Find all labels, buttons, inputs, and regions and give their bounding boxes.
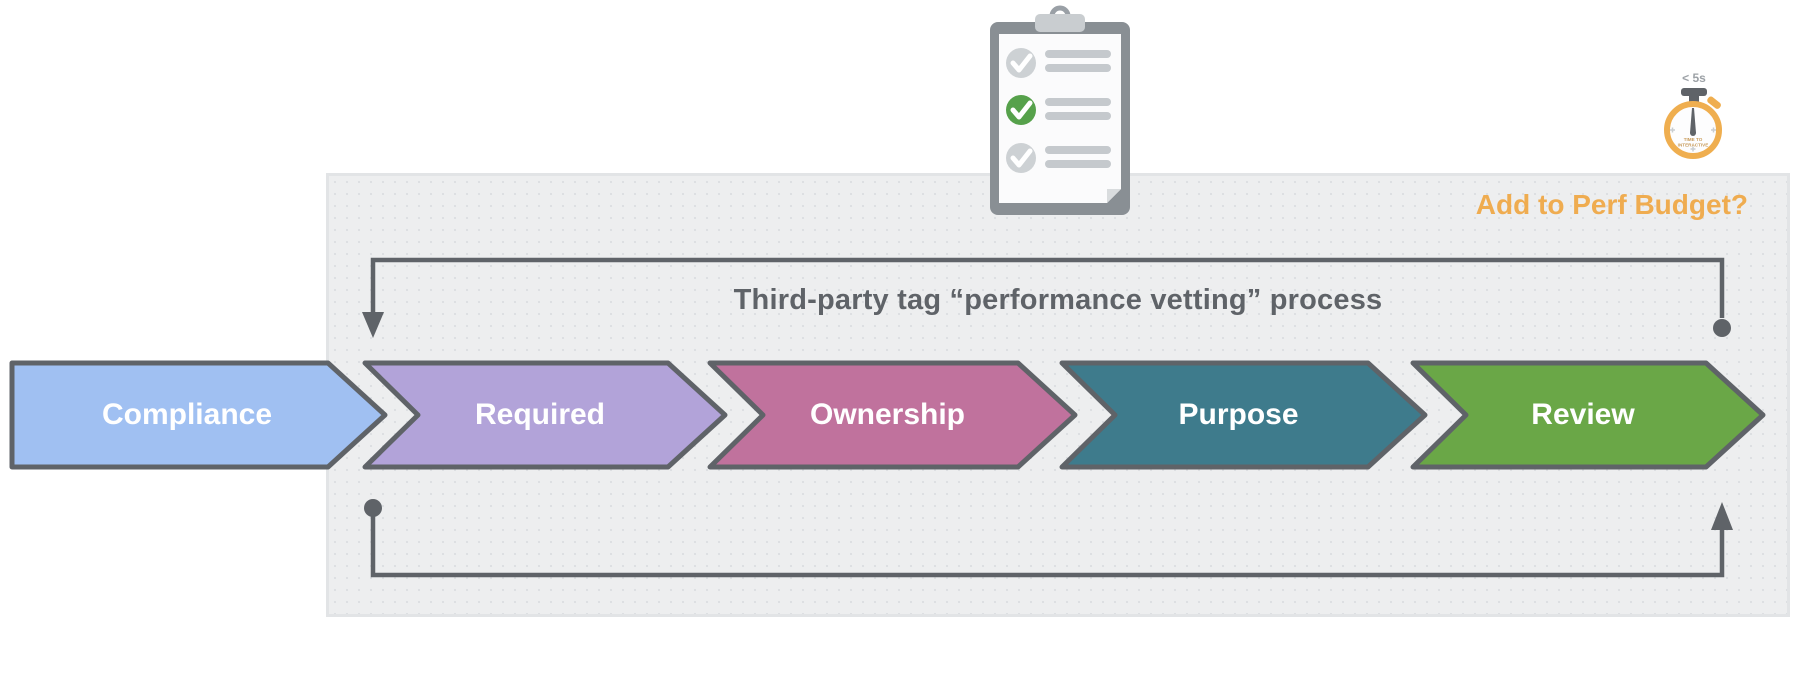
stopwatch-icon: TIME TO INTERACTIVE: [1664, 88, 1722, 159]
stage-chevron-review: [1410, 360, 1766, 470]
stopwatch-stem: [1689, 94, 1699, 106]
stage-chevron-required: [362, 360, 728, 470]
feedback-loop-bottom-arrow: [364, 499, 1733, 578]
clipboard-clip: [1035, 14, 1085, 32]
stage-label-review: Review: [1531, 398, 1635, 431]
list-text-bar: [1045, 50, 1111, 58]
stage-label-purpose: Purpose: [1178, 398, 1299, 431]
loop-endpoint-dot: [1713, 319, 1731, 337]
stage-chevron-ownership: [707, 360, 1078, 470]
list-text-bar: [1045, 160, 1111, 168]
list-text-bar: [1045, 98, 1111, 106]
stopwatch-hand: [1690, 108, 1696, 133]
arrowhead-up-icon: [1711, 502, 1733, 530]
checkmark-icon: [1010, 53, 1033, 73]
tti-badge: < 5s: [1682, 71, 1706, 85]
arrowhead-down-icon: [362, 312, 384, 338]
stopwatch-side-button: [1707, 96, 1721, 109]
clipboard-checklist-icon: [990, 5, 1130, 215]
page-title: Third-party tag “performance vetting” pr…: [733, 284, 1383, 316]
dial-tick-marks: [1670, 127, 1716, 152]
stopwatch-hand-pivot: [1690, 130, 1696, 136]
process-chevrons: [9, 360, 1766, 470]
stage-label-compliance: Compliance: [101, 398, 273, 431]
stage-chevron-compliance: [9, 360, 388, 470]
feedback-loop-top-arrow: [362, 257, 1731, 338]
stage-chevron-purpose: [1059, 360, 1428, 470]
list-text-bar: [1045, 112, 1111, 120]
checkmark-icon: [1010, 148, 1033, 168]
perf-budget-question: Add to Perf Budget?: [1475, 189, 1748, 220]
loop-startpoint-dot: [364, 499, 382, 517]
stage-label-ownership: Ownership: [809, 398, 966, 431]
list-text-bar: [1045, 64, 1111, 72]
list-text-bar: [1045, 146, 1111, 154]
checkmark-icon: [1010, 100, 1033, 120]
dial-text-line1: TIME TO: [1684, 137, 1703, 142]
paper-fold-corner: [1107, 189, 1121, 203]
stopwatch-button-cap: [1681, 88, 1707, 96]
dial-text-line2: INTERACTIVE: [1678, 143, 1709, 148]
stage-label-required: Required: [474, 398, 606, 431]
